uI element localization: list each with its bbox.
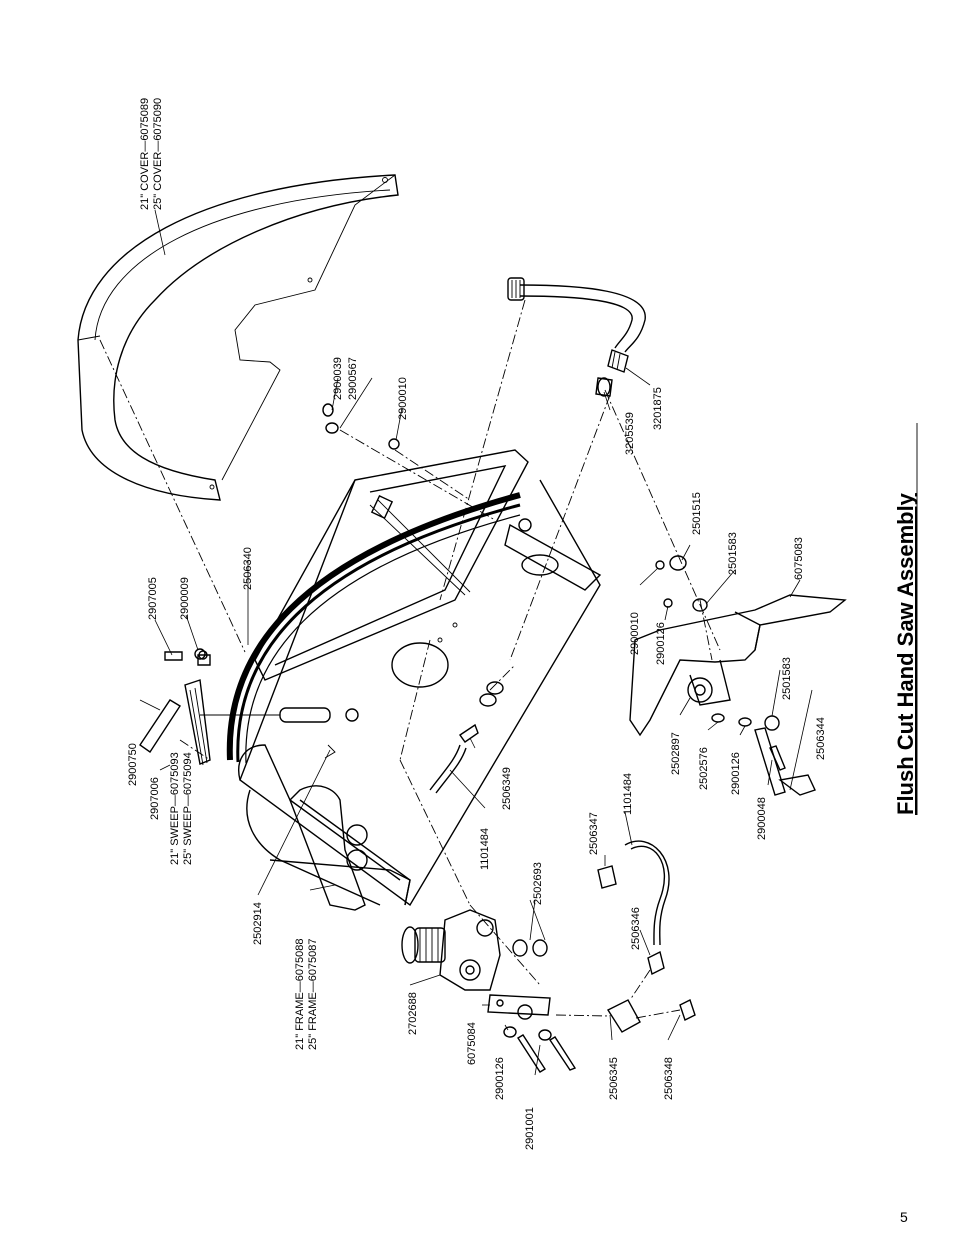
label-2900039: 2900039 [332, 357, 344, 400]
label-2506340: 2506340 [242, 547, 254, 590]
label-cover-21: 21" COVER—6075089 [139, 98, 151, 210]
label-2900048: 2900048 [756, 797, 768, 840]
assembly-centerlines [99, 299, 721, 1019]
label-frame-25: 25" FRAME—6075087 [307, 938, 319, 1050]
label-2502914: 2502914 [252, 902, 264, 945]
label-2900009: 2900009 [179, 577, 191, 620]
label-sweep-25: 25" SWEEP—6075094 [182, 752, 194, 865]
label-2901001: 2901001 [524, 1107, 536, 1150]
label-3205539: 3205539 [624, 412, 636, 455]
label-cover-25: 25" COVER—6075090 [152, 98, 164, 210]
blade-cover [77, 174, 399, 501]
label-2506347: 2506347 [588, 812, 600, 855]
part-labels: 21" COVER—6075089 25" COVER—6075090 2900… [127, 98, 827, 1150]
label-2900126-bottom: 2900126 [494, 1057, 506, 1100]
water-hose [507, 277, 646, 397]
label-2907005: 2907005 [147, 577, 159, 620]
label-6075084: 6075084 [466, 1022, 478, 1065]
label-2900567: 2900567 [347, 357, 359, 400]
label-sweep-21: 21" SWEEP—6075093 [169, 752, 181, 865]
label-2502897: 2502897 [670, 732, 682, 775]
label-2501583-lower: 2501583 [781, 657, 793, 700]
label-2900010-top: 2900010 [397, 377, 409, 420]
label-2502693: 2502693 [532, 862, 544, 905]
label-2506348: 2506348 [663, 1057, 675, 1100]
label-2506349: 2506349 [501, 767, 513, 810]
label-1101484-right: 1101484 [622, 773, 634, 815]
label-2506346: 2506346 [630, 907, 642, 950]
label-2501515: 2501515 [691, 492, 703, 535]
label-1101484-left: 1101484 [479, 828, 491, 870]
label-2506344: 2506344 [815, 717, 827, 760]
small-hardware-top [164, 403, 504, 794]
page-title: Flush Cut Hand Saw Assembly [893, 492, 918, 815]
label-2907006: 2907006 [149, 777, 161, 820]
label-2900010-lower: 2900010 [629, 612, 641, 655]
label-frame-21: 21" FRAME—6075088 [294, 938, 306, 1050]
leader-lines [139, 209, 813, 1076]
label-2900126-right: 2900126 [730, 752, 742, 795]
label-6075083: 6075083 [793, 537, 805, 580]
label-2506345: 2506345 [608, 1057, 620, 1100]
label-2501583-upper: 2501583 [727, 532, 739, 575]
label-2702688: 2702688 [407, 992, 419, 1035]
saw-frame [238, 449, 602, 911]
label-3201875: 3201875 [652, 387, 664, 430]
label-2900126-mid: 2900126 [655, 622, 667, 665]
motor-assembly [401, 840, 696, 1073]
label-2502576: 2502576 [698, 747, 710, 790]
label-2900750: 2900750 [127, 743, 139, 786]
page-number: 5 [900, 1209, 908, 1225]
saw-blade [226, 492, 521, 764]
